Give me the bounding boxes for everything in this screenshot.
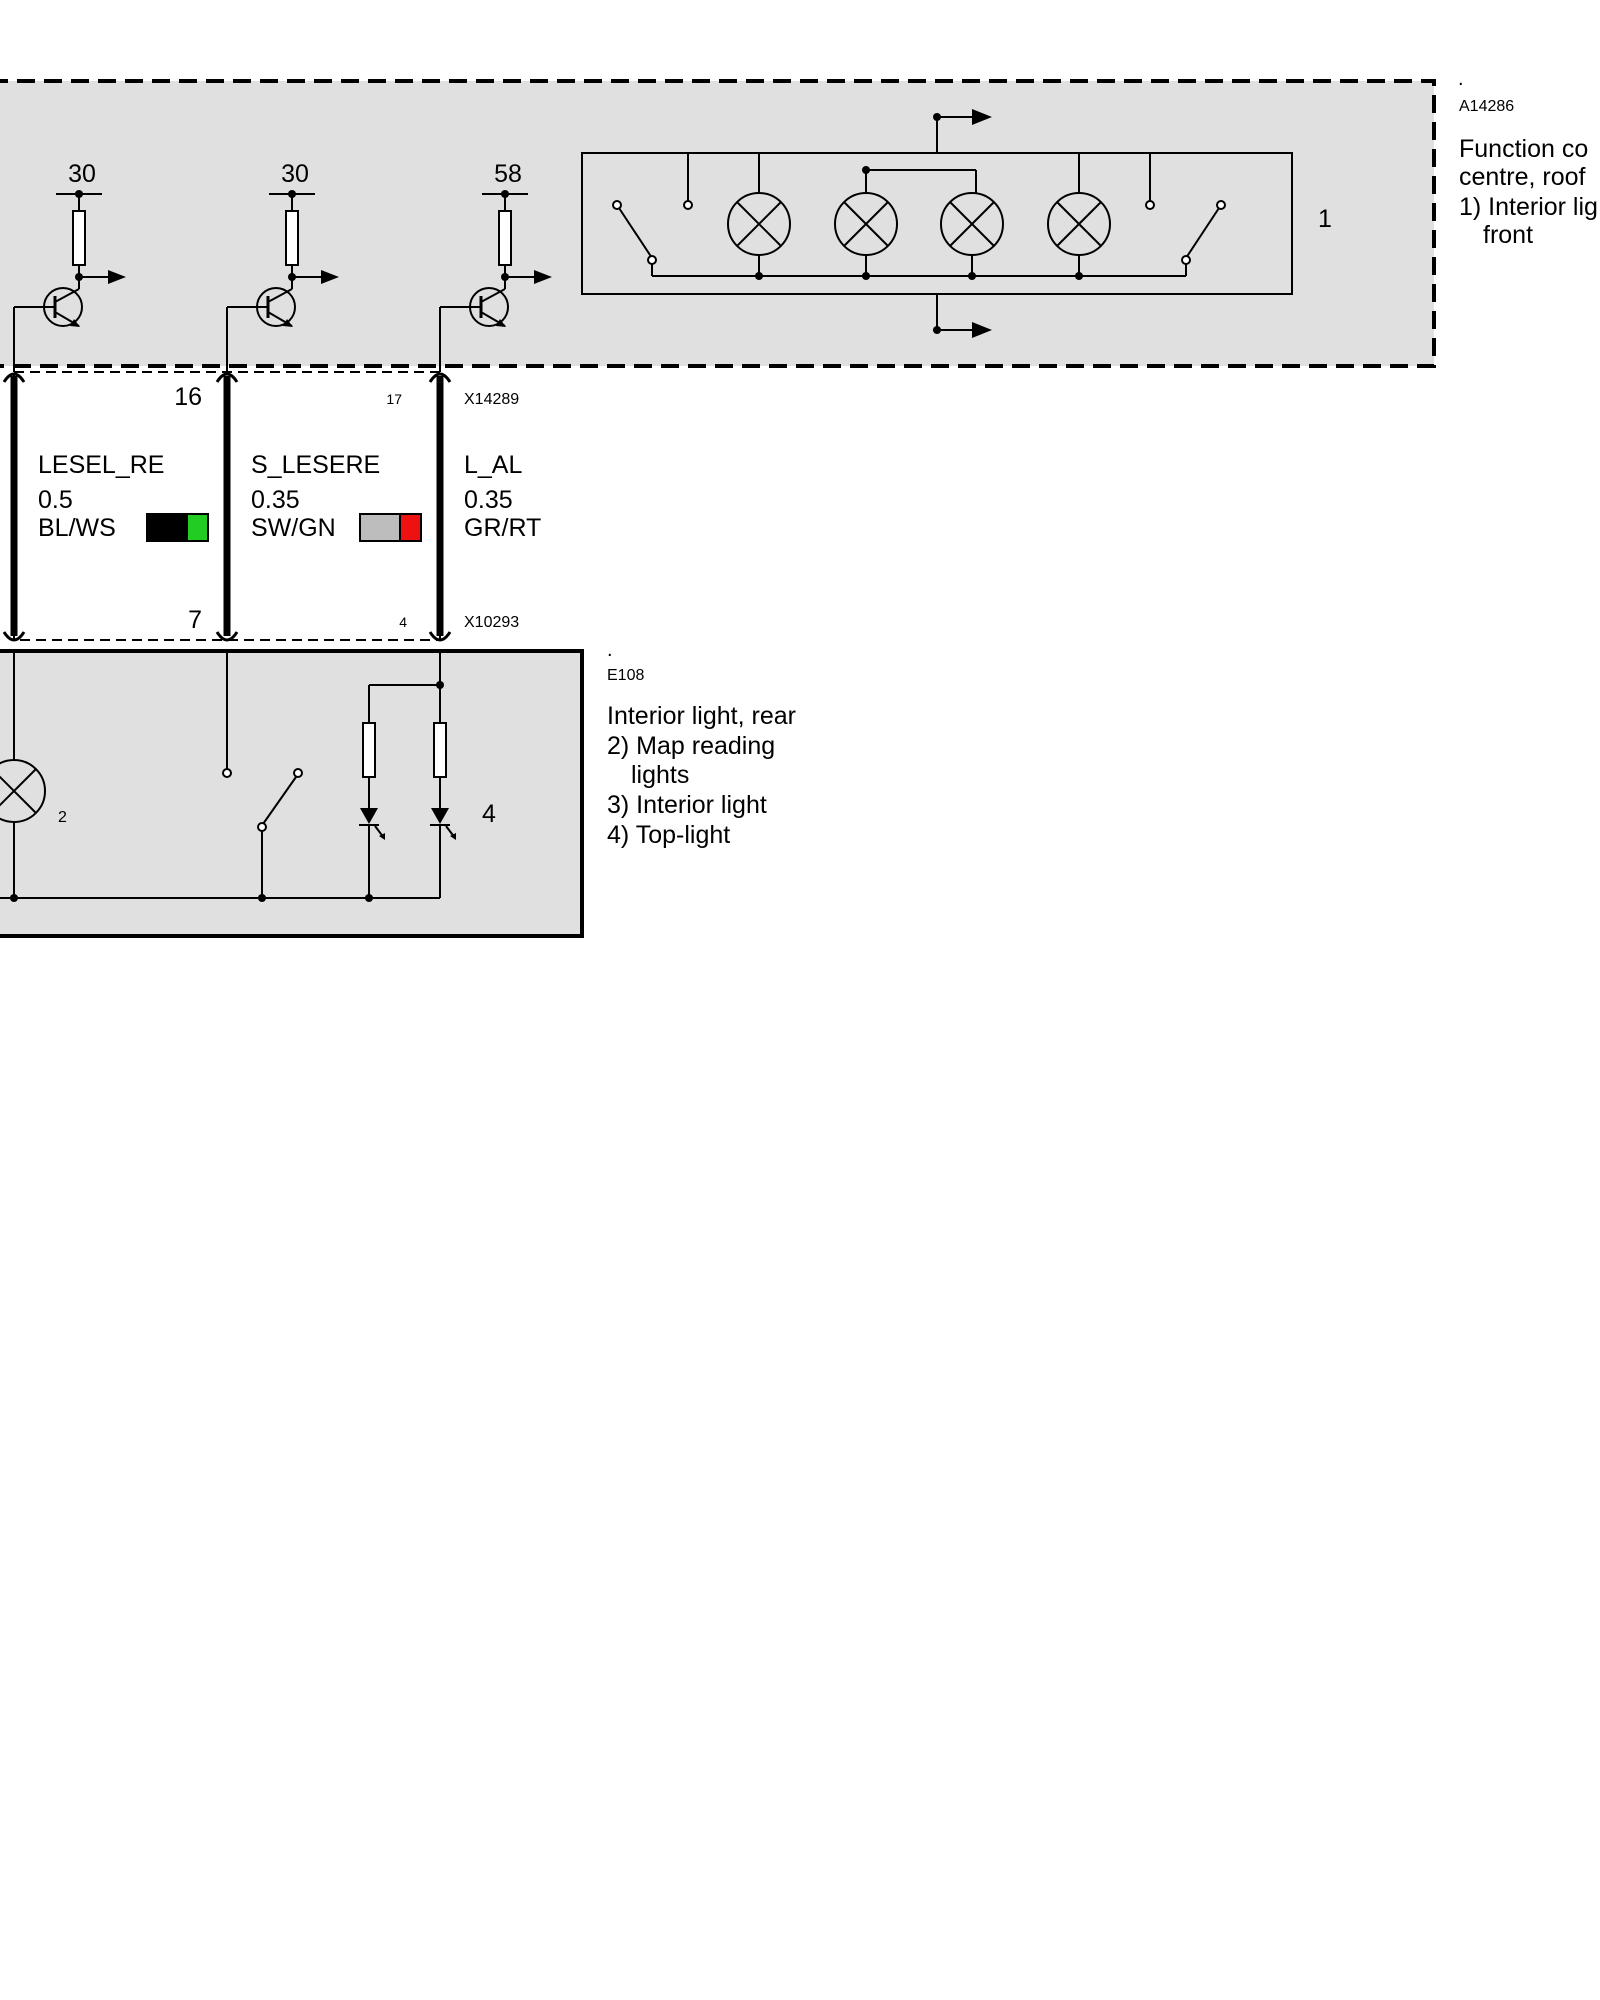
wire-1-color: BL/WS xyxy=(38,514,116,542)
interior-light-switch xyxy=(222,651,303,902)
wire-2-size: 0.35 xyxy=(251,486,300,514)
connector-top-pin-2: 17 xyxy=(386,391,402,407)
connector-top-id: X14289 xyxy=(464,391,519,408)
interior-light-front-block xyxy=(581,109,1293,338)
top-light-leds xyxy=(359,651,456,902)
lamp-front-2 xyxy=(834,170,898,280)
bottom-lamp-label: 2 xyxy=(58,809,67,826)
wire-2-color: SW/GN xyxy=(251,514,336,542)
bottom-led-label: 4 xyxy=(482,800,496,828)
top-module-desc-line-2: centre, roof xyxy=(1459,163,1586,191)
wire-1-size: 0.5 xyxy=(38,486,73,514)
top-module-desc-line-3: 1) Interior lig xyxy=(1459,193,1598,221)
wire-3-size: 0.35 xyxy=(464,486,513,514)
bottom-module-id: E108 xyxy=(607,667,644,684)
wire-3-color: GR/RT xyxy=(464,514,541,542)
lamp-front-4 xyxy=(1047,153,1111,280)
top-module-box xyxy=(0,79,1436,368)
driver-circuit-2 xyxy=(226,190,339,372)
supply-label-1: 30 xyxy=(68,160,96,188)
pin-caps xyxy=(2,372,452,642)
connector-bottom-pin-2: 4 xyxy=(399,614,407,630)
bottom-module-box xyxy=(0,649,584,938)
supply-label-2: 30 xyxy=(281,160,309,188)
top-module-desc-line-1: Function co xyxy=(1459,135,1588,163)
lamp-front-3 xyxy=(940,170,1004,280)
bottom-module-circuit xyxy=(0,651,456,902)
bottom-module-desc-line-1: Interior light, rear xyxy=(607,702,796,730)
wire-3-name: L_AL xyxy=(464,451,522,479)
wire-2-name: S_LESERE xyxy=(251,451,380,479)
wire-1-color-swatch xyxy=(146,513,209,542)
wire-1-name: LESEL_RE xyxy=(38,451,164,479)
wire-2-color-swatch xyxy=(359,513,422,542)
bottom-module-desc-line-2: 2) Map reading xyxy=(607,732,775,760)
top-module-inner-label: 1 xyxy=(1318,205,1332,233)
bottom-module-desc-line-4: 3) Interior light xyxy=(607,791,767,819)
lamp-front-1 xyxy=(727,153,791,280)
supply-label-3: 58 xyxy=(494,160,522,188)
driver-circuit-3 xyxy=(439,190,552,372)
top-module-id: A14286 xyxy=(1459,98,1514,115)
driver-circuit-1 xyxy=(13,190,126,372)
top-module-desc-line-4: front xyxy=(1483,221,1533,249)
bottom-module-desc-line-3: lights xyxy=(631,761,689,789)
bottom-module-dot: . xyxy=(607,639,613,661)
connector-top-pin-1: 16 xyxy=(174,383,202,411)
connector-bottom-pin-1: 7 xyxy=(188,606,202,634)
connector-bottom-id: X10293 xyxy=(464,614,519,631)
bottom-module-desc-line-5: 4) Top-light xyxy=(607,821,730,849)
top-module-dot: . xyxy=(1458,68,1464,90)
